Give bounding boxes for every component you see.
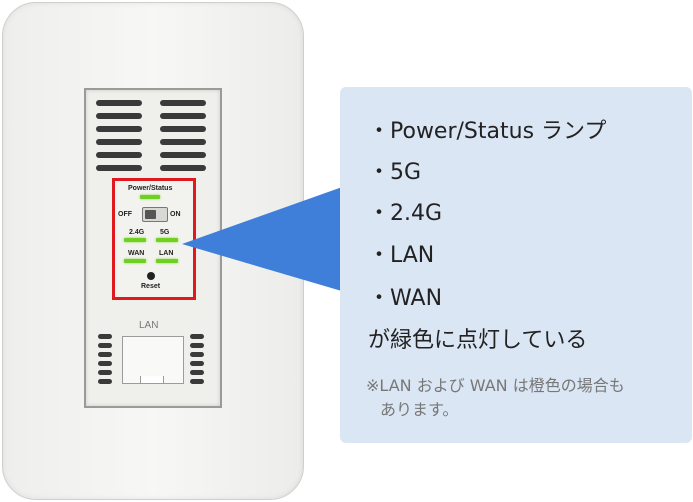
band-5-led (156, 238, 178, 242)
power-status-label: Power/Status (128, 185, 173, 192)
side-vent (190, 370, 204, 375)
indicator-item: ・LAN (368, 243, 435, 268)
band-5-label: 5G (160, 229, 170, 236)
top-vent (160, 152, 206, 158)
switch-knob (145, 210, 156, 219)
wan-led (124, 259, 146, 263)
lan-port-notch (140, 376, 164, 384)
info-box (340, 87, 692, 443)
indicator-item: ・Power/Status ランプ (368, 119, 607, 144)
band-24-label: 2.4G (129, 229, 145, 236)
side-vent (98, 370, 112, 375)
side-vent (190, 379, 204, 384)
side-vent (190, 343, 204, 348)
side-vent (98, 343, 112, 348)
indicator-item: ・5G (368, 160, 422, 185)
top-vent (96, 139, 142, 145)
side-vent (98, 361, 112, 366)
lan-led-label: LAN (159, 250, 174, 257)
top-vent (96, 126, 142, 132)
indicator-item: ・WAN (368, 286, 443, 311)
conclusion-text: が緑色に点灯している (368, 328, 588, 353)
top-vent (160, 100, 206, 106)
reset-button[interactable] (147, 272, 155, 280)
top-vent (160, 126, 206, 132)
top-vent (160, 113, 206, 119)
top-vent (96, 113, 142, 119)
side-vent (98, 352, 112, 357)
side-vent (190, 352, 204, 357)
top-vent (96, 100, 142, 106)
power-status-led (140, 195, 160, 199)
side-vent (190, 361, 204, 366)
top-vent (96, 165, 142, 171)
note-line: ※LAN および WAN は橙色の場合も (366, 376, 625, 395)
note-line: あります。 (380, 400, 459, 419)
side-vent (190, 334, 204, 339)
reset-label: Reset (141, 283, 161, 290)
top-vent (160, 139, 206, 145)
lan-led (156, 259, 178, 263)
side-vent (98, 334, 112, 339)
wan-label: WAN (128, 250, 145, 257)
power-switch[interactable] (142, 207, 168, 222)
top-vent (160, 165, 206, 171)
top-vent (96, 152, 142, 158)
side-vent (98, 379, 112, 384)
off-label: OFF (118, 211, 132, 218)
lan-port-label: LAN (139, 320, 159, 331)
callout-pointer (182, 186, 345, 292)
band-24-led (124, 238, 146, 242)
indicator-item: ・2.4G (368, 201, 443, 226)
on-label: ON (170, 211, 181, 218)
